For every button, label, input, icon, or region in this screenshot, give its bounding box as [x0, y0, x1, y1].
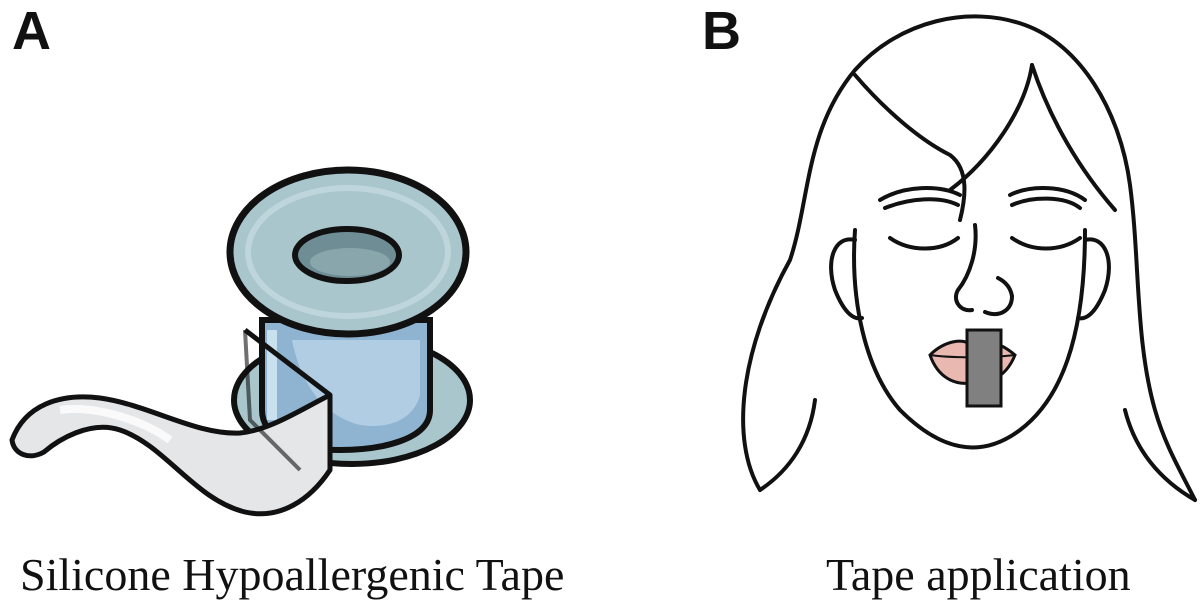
face-outline: [852, 228, 1087, 450]
hair-outline: [741, 14, 1197, 502]
panel-b-letter: B: [702, 1, 741, 61]
panel-b: B: [640, 0, 1200, 612]
tape-roll-icon: [9, 166, 473, 517]
mouth-tape: [965, 328, 1003, 408]
panel-a-letter: A: [12, 1, 51, 61]
panel-a: A Silicone Hypoallergenic Tape: [9, 1, 565, 600]
tape-strip: [9, 392, 333, 517]
panel-a-caption: Silicone Hypoallergenic Tape: [20, 549, 565, 600]
panel-b-caption: Tape application: [826, 549, 1131, 600]
face-with-mouth-tape-icon: [741, 14, 1197, 502]
